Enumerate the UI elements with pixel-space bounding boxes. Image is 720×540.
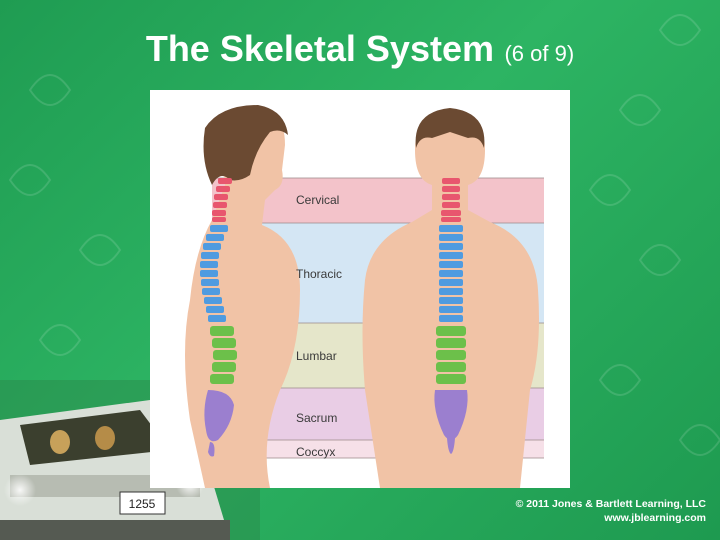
copyright-line: © 2011 Jones & Bartlett Learning, LLC [515, 498, 706, 510]
side-lumbar-vertebrae [210, 326, 237, 384]
label-cervical: Cervical [296, 193, 339, 207]
slide-title-sub: (6 of 9) [504, 41, 575, 66]
back-cervical-vertebrae [441, 178, 461, 222]
copyright-notice: © 2011 Jones & Bartlett Learning, LLC ww… [516, 497, 706, 525]
back-lumbar-vertebrae [436, 326, 466, 384]
label-lumbar: Lumbar [296, 349, 337, 363]
slide-title: The Skeletal System (6 of 9) [0, 28, 720, 70]
side-thoracic-vertebrae [200, 225, 228, 322]
back-thoracic-vertebrae [439, 225, 463, 322]
spine-figure-panel: Cervical Thoracic Lumbar Sacrum Coccyx [150, 90, 570, 488]
license-plate-text: 1255 [129, 497, 156, 511]
slide-title-main: The Skeletal System [145, 28, 494, 69]
side-coccyx [208, 442, 215, 457]
side-sacrum [204, 390, 234, 442]
back-coccyx [447, 438, 455, 454]
spine-diagram: Cervical Thoracic Lumbar Sacrum Coccyx [185, 105, 544, 488]
publisher-url: www.jblearning.com [604, 512, 706, 524]
label-coccyx: Coccyx [296, 445, 335, 459]
label-sacrum: Sacrum [296, 411, 337, 425]
back-view-spine [434, 178, 468, 454]
label-thoracic: Thoracic [296, 267, 342, 281]
side-view-spine [200, 178, 237, 457]
back-sacrum [434, 390, 468, 440]
side-cervical-vertebrae [212, 178, 232, 222]
